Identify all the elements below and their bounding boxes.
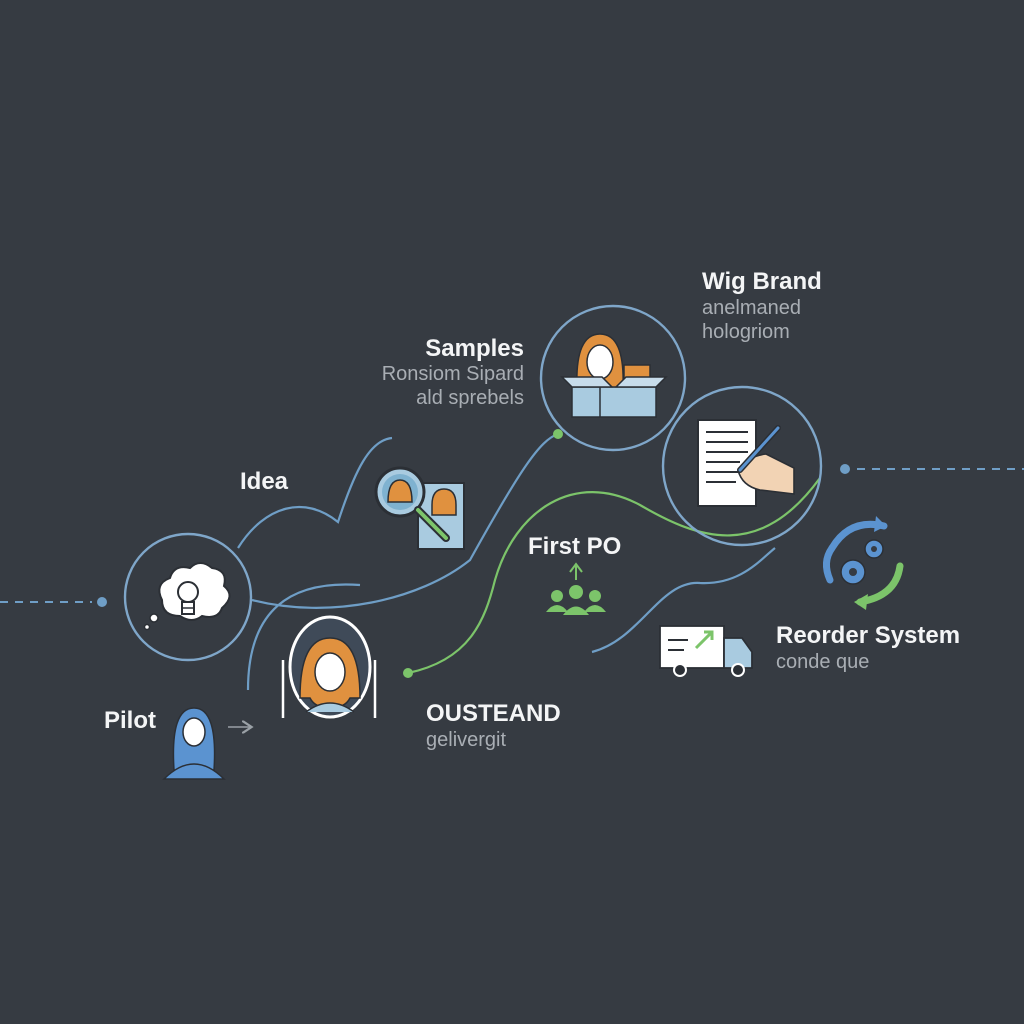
samples-subtitle-1: Ronsiom Sipard: [381, 363, 524, 385]
samples-title: Samples: [425, 335, 524, 362]
path-portrait-loop: [246, 583, 361, 691]
wig-brand-subtitle-1: anelmaned: [702, 297, 801, 319]
woman-portrait-mirror-icon: [281, 615, 377, 719]
magnifier-profile-icon: [374, 466, 465, 550]
woman-avatar-icon: [162, 707, 226, 780]
first-po-title: First PO: [528, 533, 622, 560]
wig-brand-subtitle-2: hologriom: [702, 321, 790, 343]
ousteand-title: OUSTEAND: [426, 700, 561, 727]
path-green: [407, 477, 821, 675]
path-main-blue: [251, 432, 559, 609]
reorder-title: Reorder System: [776, 622, 961, 649]
reorder-subtitle: conde que: [776, 651, 870, 673]
lightbulb-thought-icon: [143, 562, 231, 631]
path-idea-to-search: [237, 436, 393, 549]
dashed-connector-right: [840, 464, 1024, 474]
document-signing-icon: [697, 419, 795, 507]
pilot-title: Pilot: [104, 707, 156, 734]
ousteand-subtitle: gelivergit: [426, 729, 507, 751]
team-arrow-up-icon: [546, 562, 606, 615]
idea-node: [123, 532, 253, 662]
samples-subtitle-2: ald sprebels: [416, 387, 524, 409]
path-reorder: [591, 547, 776, 654]
dashed-connector-left: [0, 597, 107, 607]
idea-title: Idea: [240, 468, 289, 495]
gears-cycle-icon: [823, 516, 904, 610]
delivery-truck-icon: [659, 625, 753, 677]
wig-brand-node: [661, 385, 823, 547]
wig-brand-title: Wig Brand: [702, 268, 822, 295]
samples-node: [539, 304, 687, 452]
woman-box-icon: [560, 333, 668, 418]
